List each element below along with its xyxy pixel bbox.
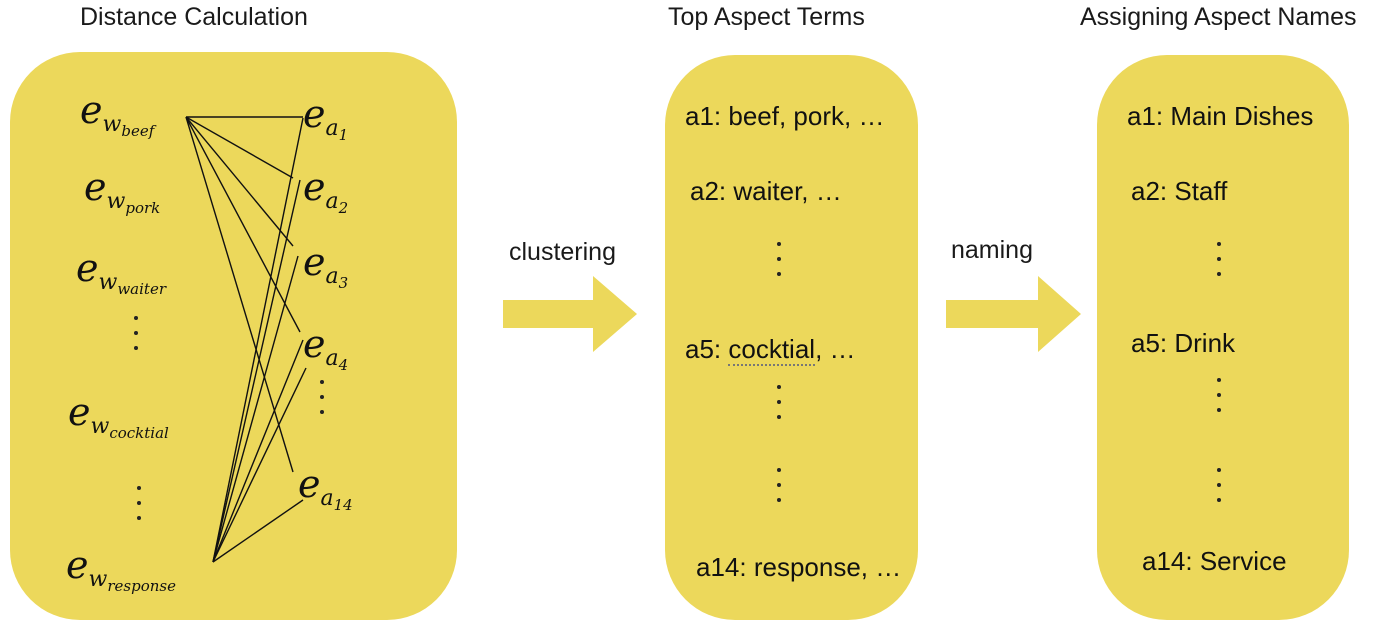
aspect-name-a5: a5: Drink — [1131, 328, 1236, 358]
aspect-name-a14: a14: Service — [1142, 546, 1287, 576]
embedding-a14: ea14 — [298, 462, 353, 514]
naming-label: naming — [951, 236, 1033, 264]
embedding-waiter: ewwaiter — [76, 246, 166, 298]
line-response-a3 — [212, 255, 299, 563]
line-response-a2 — [212, 179, 301, 563]
top-aspect-terms-title: Top Aspect Terms — [668, 3, 865, 31]
aspect-name-a1: a1: Main Dishes — [1127, 101, 1314, 131]
line-beef-a14 — [185, 116, 294, 473]
left-words-ellipsis-2 — [134, 486, 144, 531]
right-ellipsis-3 — [1214, 468, 1224, 513]
middle-ellipsis-3 — [774, 468, 784, 513]
embedding-pork: ewpork — [84, 165, 161, 217]
line-response-a14 — [212, 499, 304, 563]
middle-ellipsis-1 — [774, 242, 784, 287]
embedding-cocktial: ewcocktial — [68, 390, 169, 442]
embedding-a4: ea4 — [303, 322, 349, 374]
line-beef-a2 — [185, 116, 294, 179]
right-ellipsis-1 — [1214, 242, 1224, 287]
aspect-term-a14: a14: response, … — [696, 552, 902, 582]
embedding-a3: ea3 — [303, 240, 349, 292]
clustering-label: clustering — [509, 238, 616, 266]
line-response-a1 — [212, 117, 304, 563]
distance-panel — [10, 52, 457, 620]
line-response-a4 — [212, 339, 304, 563]
aspect-name-a2: a2: Staff — [1131, 176, 1228, 206]
assigning-aspect-names-title: Assigning Aspect Names — [1080, 3, 1357, 31]
aspect-term-a2: a2: waiter, … — [690, 176, 842, 206]
middle-ellipsis-2 — [774, 385, 784, 430]
right-ellipsis-2 — [1214, 378, 1224, 423]
embedding-a1: ea1 — [303, 92, 349, 144]
line-beef-a4 — [185, 116, 301, 333]
embedding-beef: ewbeef — [80, 88, 155, 140]
aspect-terms-panel — [665, 55, 918, 620]
clustering-arrow — [503, 276, 637, 352]
misspelled-word: cocktial — [728, 334, 816, 366]
embedding-response: ewresponse — [66, 543, 176, 595]
aspect-names-panel — [1097, 55, 1349, 620]
naming-arrow — [946, 276, 1081, 352]
distance-calculation-title: Distance Calculation — [80, 3, 308, 31]
aspect-term-a5: a5: cocktial, … — [685, 334, 856, 366]
line-beef-a3 — [185, 116, 294, 247]
embedding-a2: ea2 — [303, 165, 349, 217]
aspects-ellipsis — [317, 380, 327, 425]
left-words-ellipsis-1 — [131, 316, 141, 361]
line-response-extra — [212, 367, 307, 563]
aspect-term-a1: a1: beef, pork, … — [685, 101, 885, 131]
